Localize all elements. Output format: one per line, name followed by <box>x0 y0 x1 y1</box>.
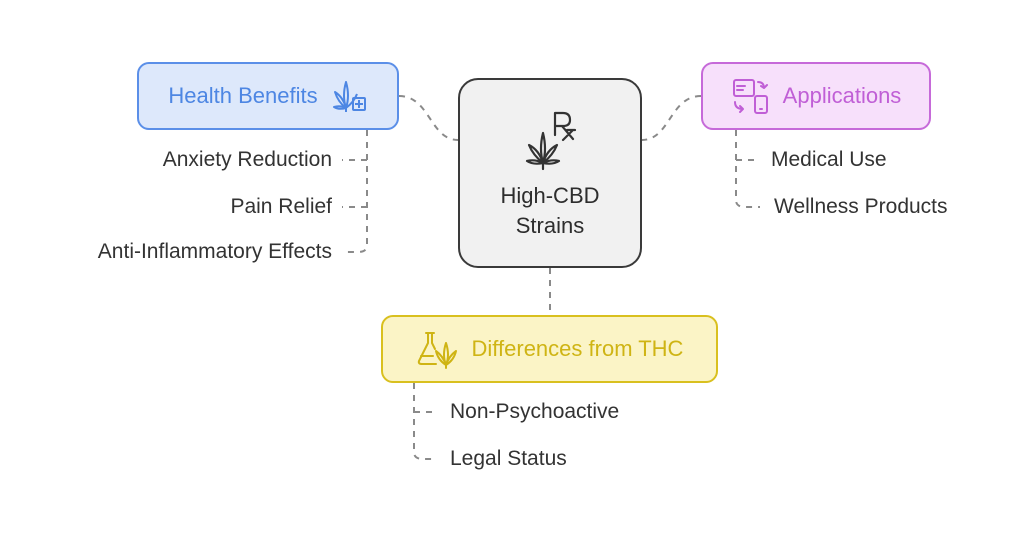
flask-cannabis-icon <box>417 332 457 369</box>
leaf-anxiety-reduction: Anxiety Reduction <box>162 148 332 171</box>
leaf-anti-inflammatory: Anti-Inflammatory Effects <box>97 240 332 263</box>
center-title-line1: High-CBD <box>500 183 600 208</box>
center-node[interactable]: High-CBD Strains <box>458 78 642 268</box>
leaf-medical-use: Medical Use <box>771 148 887 171</box>
center-title-line2: Strains <box>515 213 585 238</box>
health-benefits-node[interactable]: Health Benefits <box>137 62 399 130</box>
leaf-wellness-products: Wellness Products <box>774 195 948 218</box>
differences-node[interactable]: Differences from THC <box>381 315 718 383</box>
devices-sync-icon <box>732 79 768 114</box>
leaf-pain-relief: Pain Relief <box>230 195 332 218</box>
cannabis-plus-icon <box>332 81 366 112</box>
applications-label: Applications <box>782 83 902 108</box>
leaf-legal-status: Legal Status <box>450 447 567 470</box>
differences-label: Differences from THC <box>471 336 684 361</box>
applications-node[interactable]: Applications <box>701 62 931 130</box>
leaf-non-psychoactive: Non-Psychoactive <box>450 400 620 423</box>
rx-cannabis-icon <box>525 111 577 171</box>
health-benefits-label: Health Benefits <box>168 83 318 108</box>
